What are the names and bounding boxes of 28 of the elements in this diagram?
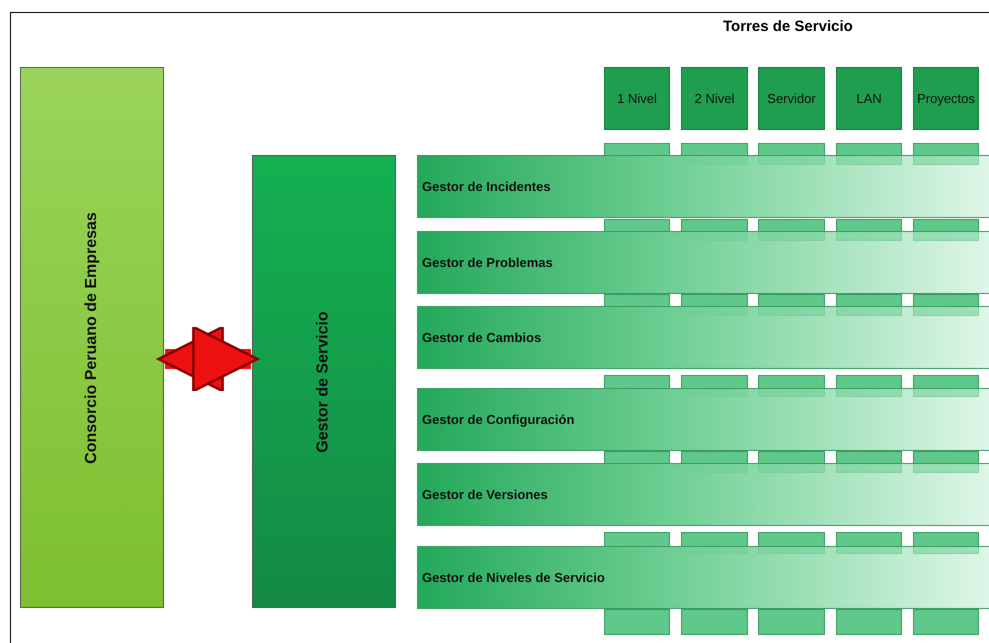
node-label: LAN (856, 91, 882, 106)
double-arrow (157, 326, 259, 392)
process-bar (417, 155, 989, 218)
node-label: 2 Nivel (694, 91, 734, 106)
node-label: Gestor de Servicio (315, 310, 333, 452)
tower-header (681, 67, 748, 130)
node-label: Gestor de Versiones (422, 487, 548, 502)
node-label: 1 Nivel (617, 91, 657, 106)
node-label: Gestor de Incidentes (422, 179, 551, 194)
process-bar (417, 306, 989, 369)
process-bar (417, 463, 989, 526)
service-manager-block (252, 155, 396, 608)
process-bar (417, 231, 989, 294)
section-heading: Torres de Servicio (723, 18, 853, 35)
node-label: Gestor de Configuración (422, 412, 574, 427)
tower-header (836, 67, 902, 130)
node-label: Gestor de Niveles de Servicio (422, 570, 605, 585)
node-label: Servidor (767, 91, 816, 106)
node-label: Gestor de Problemas (422, 255, 553, 270)
process-bar (417, 388, 989, 451)
process-bar (417, 546, 989, 609)
tower-header (758, 67, 825, 130)
tower-header (604, 67, 670, 130)
org-block (20, 67, 164, 608)
node-label: Gestor de Cambios (422, 330, 542, 345)
node-label: Consorcio Peruano de Empresas (83, 212, 101, 464)
tower-header (913, 67, 979, 130)
node-label: Proyectos (917, 91, 975, 106)
